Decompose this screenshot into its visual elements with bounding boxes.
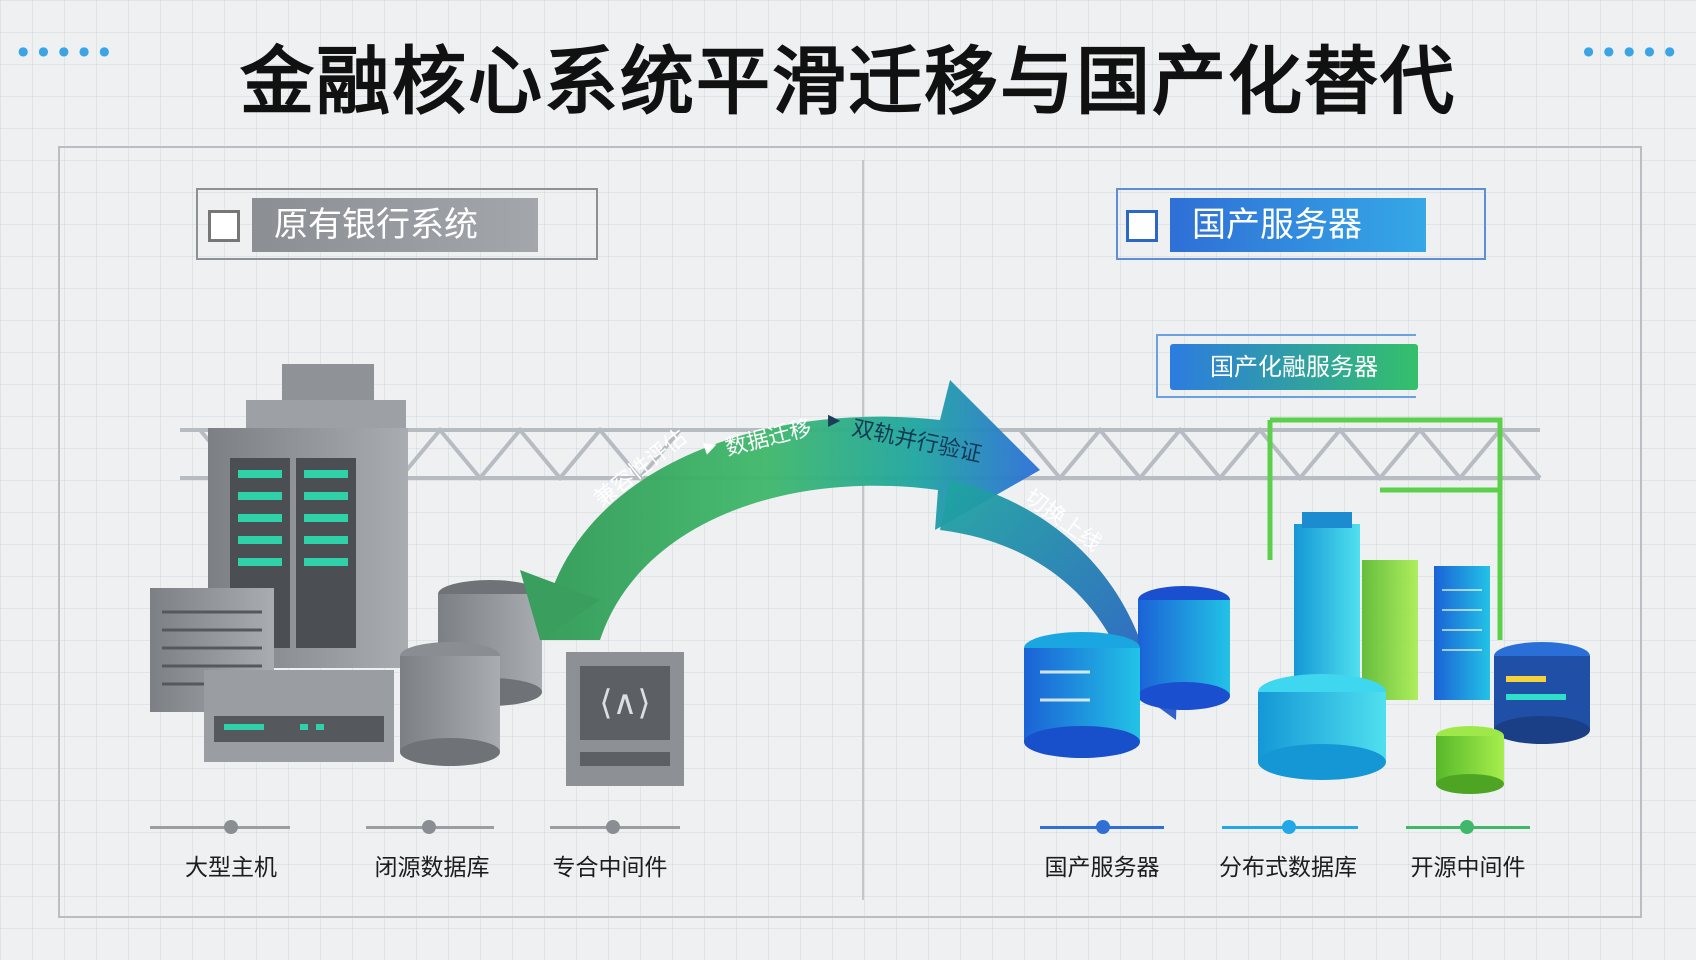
caption-dot-closed-db bbox=[422, 820, 436, 834]
domestic-connection-lines bbox=[1267, 417, 1503, 640]
caption-closed-db: 闭源数据库 bbox=[374, 855, 490, 881]
center-divider bbox=[862, 160, 864, 900]
domestic-server-tower bbox=[1294, 512, 1490, 700]
caption-open-source-middleware: 开源中间件 bbox=[1410, 855, 1526, 881]
svg-text:⟨∧⟩: ⟨∧⟩ bbox=[599, 683, 650, 723]
domestic-sublabel-bracket bbox=[1156, 334, 1416, 398]
caption-dot-open-source-mw bbox=[1460, 820, 1474, 834]
caption-dot-distributed-db bbox=[1282, 820, 1296, 834]
domestic-server-label: 国产服务器 bbox=[1170, 198, 1426, 252]
legacy-system-label: 原有银行系统 bbox=[252, 198, 538, 252]
decorative-dots-left: ● ● ● ● ● bbox=[18, 44, 113, 58]
caption-proprietary-middleware: 专合中间件 bbox=[552, 855, 668, 881]
decorative-dots-right: ● ● ● ● ● bbox=[1583, 44, 1678, 58]
legacy-middleware-box: ⟨∧⟩ bbox=[566, 652, 684, 786]
legacy-label-icon bbox=[208, 210, 240, 242]
caption-line-mainframe bbox=[150, 826, 290, 829]
page-title: 金融核心系统平滑迁移与国产化替代 bbox=[240, 39, 1456, 125]
domestic-sublabel: 国产化融服务器 bbox=[1170, 344, 1418, 390]
caption-dot-mainframe bbox=[224, 820, 238, 834]
step-arrow-2: ▶ bbox=[828, 410, 841, 429]
domestic-db-cylinders bbox=[1024, 586, 1590, 794]
legacy-label-bracket bbox=[196, 188, 598, 260]
caption-dot-proprietary-mw bbox=[606, 820, 620, 834]
caption-distributed-db: 分布式数据库 bbox=[1219, 855, 1357, 881]
caption-mainframe: 大型主机 bbox=[185, 855, 277, 881]
caption-domestic-server: 国产服务器 bbox=[1044, 855, 1160, 881]
legacy-storage-unit bbox=[204, 670, 394, 762]
domestic-label-bracket bbox=[1116, 188, 1486, 260]
diagram-frame bbox=[58, 146, 1642, 918]
legacy-database-cylinders bbox=[400, 580, 542, 766]
domestic-label-icon bbox=[1126, 210, 1158, 242]
caption-dot-domestic-server bbox=[1096, 820, 1110, 834]
